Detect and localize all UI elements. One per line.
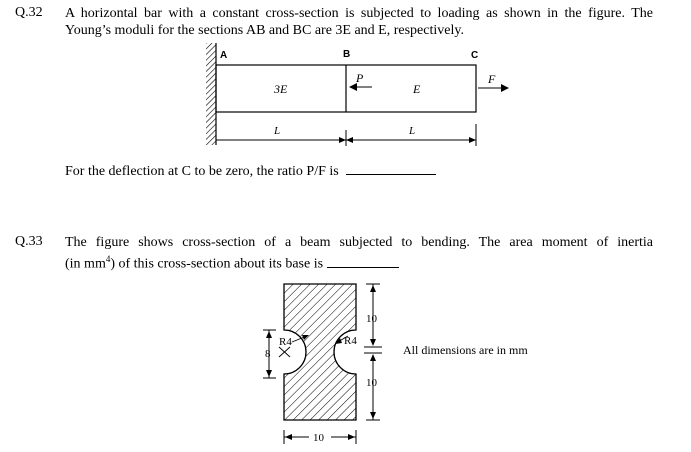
- question-32-number: Q.32: [15, 5, 43, 20]
- question-32-prompt-text: For the deflection at C to be zero, the …: [65, 164, 339, 179]
- dimensions-note: All dimensions are in mm: [403, 343, 528, 357]
- question-33-number: Q.33: [15, 234, 43, 249]
- length-bc: L: [408, 125, 415, 137]
- question-33-exponent: 4: [105, 254, 111, 264]
- fixed-support-wall: [206, 43, 216, 145]
- dimension-arrow-mid-bottom: [370, 354, 376, 361]
- radius-label-left: R4: [279, 336, 292, 348]
- label-b: B: [343, 49, 350, 60]
- answer-blank-33: [326, 255, 399, 268]
- modulus-ab: 3E: [273, 82, 288, 96]
- question-32-text: A horizontal bar with a constant cross-s…: [65, 5, 653, 39]
- dimension-arrow-c: [469, 137, 476, 143]
- question-32-line-1: A horizontal bar with a constant cross-s…: [65, 6, 653, 21]
- dimension-arrow-b-left: [339, 137, 346, 143]
- answer-blank-32: [346, 162, 437, 175]
- dimension-8-center-tick-2: [278, 346, 291, 358]
- modulus-bc: E: [412, 82, 421, 96]
- dimension-8-arrow-bottom: [266, 370, 272, 377]
- dimension-arrow-bottom: [370, 412, 376, 419]
- dimension-label-width: 10: [313, 432, 325, 444]
- dimension-arrow-b-right: [346, 137, 353, 143]
- question-33-line-2: (in mm4) of this cross-section about its…: [65, 251, 653, 273]
- label-c: C: [471, 50, 478, 61]
- load-p-label: P: [355, 71, 364, 85]
- dimension-arrow-top: [370, 285, 376, 292]
- question-33-line-1: The figure shows cross-section of a beam…: [65, 235, 653, 250]
- question-32-line-2: Young’s moduli for the sections AB and B…: [65, 23, 464, 38]
- dimension-8-arrow-top: [266, 331, 272, 338]
- dimension-label-8: 8: [265, 348, 271, 360]
- question-32-prompt: For the deflection at C to be zero, the …: [65, 162, 465, 180]
- beam-cross-section: [283, 283, 357, 421]
- radius-arrow-right: [335, 338, 342, 344]
- dimension-label-top: 10: [366, 313, 378, 325]
- radius-label-right: R4: [344, 335, 357, 347]
- width-arrow-left: [285, 434, 292, 440]
- label-a: A: [220, 50, 227, 61]
- dimension-label-bottom: 10: [366, 377, 378, 389]
- load-f-label: F: [487, 72, 496, 86]
- question-33-line-2-start: (in mm: [65, 256, 106, 272]
- question-33-line-2-end: ) of this cross-section about its base i…: [110, 256, 324, 272]
- radius-arrow-left: [302, 335, 309, 340]
- width-arrow-right: [348, 434, 355, 440]
- question-33-text: The figure shows cross-section of a beam…: [65, 234, 653, 273]
- dimension-arrow-mid-top: [370, 339, 376, 346]
- length-ab: L: [273, 125, 280, 137]
